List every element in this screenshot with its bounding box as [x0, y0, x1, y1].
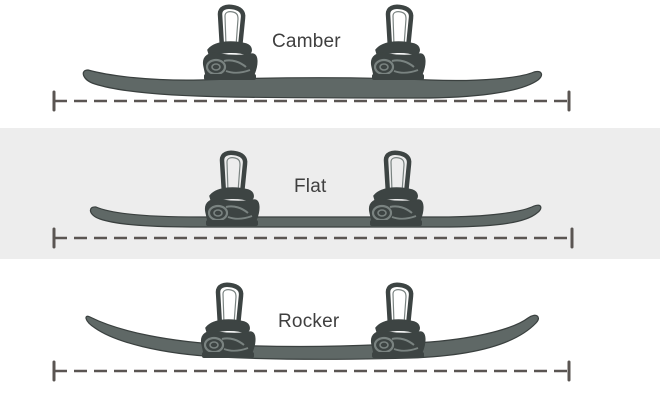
rocker-left-binding-icon: [200, 282, 256, 358]
flat-label: Flat: [294, 176, 327, 197]
flat-baseline: [52, 227, 574, 249]
camber-profile: [52, 4, 571, 112]
rocker-label: Rocker: [278, 311, 340, 332]
rocker-profile: [52, 282, 571, 382]
rocker-right-binding-icon: [370, 282, 426, 358]
flat-right-binding-icon: [368, 150, 424, 226]
camber-left-binding-icon: [202, 4, 258, 80]
camber-baseline: [52, 90, 571, 112]
flat-profile: [52, 150, 574, 249]
rocker-board: [85, 314, 540, 360]
flat-left-binding-icon: [204, 150, 260, 226]
camber-board: [82, 69, 543, 99]
flat-background-band: [0, 128, 660, 259]
camber-right-binding-icon: [370, 4, 426, 80]
camber-label: Camber: [272, 31, 341, 52]
rocker-baseline: [52, 360, 571, 382]
flat-board: [89, 204, 542, 228]
